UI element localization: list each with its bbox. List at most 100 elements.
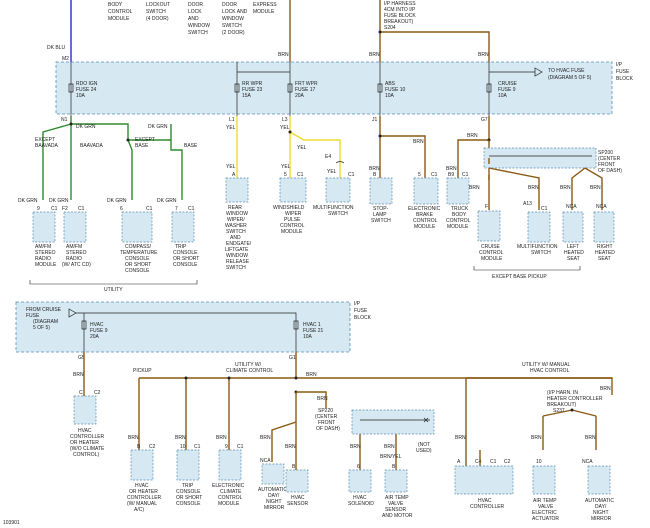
- pin: NCA: [596, 204, 607, 210]
- splice-text: SP200: [598, 150, 613, 156]
- wire-label-dk-grn: DK GRN: [148, 124, 168, 130]
- comp-text: AM/FM: [66, 244, 82, 250]
- comp-text: BODY: [452, 212, 467, 218]
- comp-text: RELEASE: [226, 259, 250, 265]
- conn: C1: [541, 206, 548, 212]
- fb-label: BLOCK: [616, 76, 634, 82]
- splice-text: (NOT: [418, 442, 430, 448]
- comp-text: BRAKE: [416, 212, 434, 218]
- wire-label-yel: YEL: [280, 125, 290, 131]
- wire-label-brn: BRN: [446, 166, 457, 172]
- wire-label-brn: BRN: [260, 435, 271, 441]
- comp-text: HVAC: [353, 495, 367, 501]
- comp-text: REAR: [228, 205, 242, 211]
- comp-text: TRUCK: [451, 206, 469, 212]
- fb-label: BLOCK: [354, 315, 372, 321]
- cond-text: UTILITY: [104, 287, 123, 293]
- wire-label-dk-grn: DK GRN: [18, 198, 38, 204]
- wire-label-brn: BRN: [455, 435, 466, 441]
- cond-text: CLIMATE CONTROL: [226, 368, 273, 374]
- comp-text: AUTOMATIC: [585, 498, 614, 504]
- comp-text: STEREO: [66, 250, 87, 256]
- conn: C1: [188, 206, 195, 212]
- wire-label-brn: BRN: [175, 435, 186, 441]
- wire-label-brn: BRN: [73, 372, 84, 378]
- comp-text: NIGHT: [266, 499, 282, 505]
- comp-text: CONSOLE: [125, 256, 150, 262]
- comp-text: HEATED: [564, 250, 584, 256]
- comp-text: MIRROR: [591, 516, 612, 522]
- comp-text: SWITCH: [226, 229, 246, 235]
- comp-text: OR SHORT: [176, 495, 202, 501]
- comp-auto-day-night-mirror-1: NCA AUTOMATIC DAY/ NIGHT MIRROR: [258, 458, 287, 511]
- fuse-block-2: [15, 301, 351, 353]
- comp-am-fm-radio-module: 9 C1 AM/FM STEREO RADIO MODULE: [32, 206, 58, 268]
- wire-label-brn: BRN: [560, 185, 571, 191]
- splice-text: OF DASH): [316, 426, 340, 432]
- comp-text: CLIMATE: [220, 489, 242, 495]
- wire-label-yel: YEL: [281, 164, 291, 170]
- comp-text: ELECTRIC: [532, 510, 557, 516]
- wire-label-brn: BRN: [413, 139, 424, 145]
- conn: C1: [462, 172, 469, 178]
- wire-label-brn: BRN: [590, 185, 601, 191]
- wire-label-yel: YEL: [226, 125, 236, 131]
- comp-text: VALVE: [538, 504, 554, 510]
- comp-text: AUTOMATIC: [258, 487, 287, 493]
- pin-label-l1: L1: [229, 117, 235, 123]
- fuse-block-2-label: I/P FUSE BLOCK: [354, 301, 372, 321]
- top-comp-line: AND: [188, 16, 199, 22]
- comp-text: HEATED: [595, 250, 615, 256]
- comp-text: OR SHORT: [125, 262, 151, 268]
- pin-label-g5: G5: [78, 355, 85, 361]
- comp-text: AND: [230, 235, 241, 241]
- comp-text: (W/ MANUAL: [127, 501, 157, 507]
- pin: 7: [175, 206, 178, 212]
- comp-text: MIRROR: [264, 505, 285, 511]
- cond-text: HVAC CONTROL: [530, 368, 570, 374]
- comp-text: SEAT: [598, 256, 611, 262]
- top-component-body-control-module: BODY CONTROL MODULE: [108, 2, 133, 22]
- to-hvac-arrow: [489, 67, 543, 77]
- comp-text: DAY/: [595, 504, 607, 510]
- comp-text: SWITCH: [531, 250, 551, 256]
- comp-text: ELECTRONIC: [408, 206, 441, 212]
- fuse-block-1: [55, 61, 613, 115]
- except-base-pickup-bracket: EXCEPT BASE PICKUP: [473, 266, 581, 280]
- fuse-hvac-1: HVAC 1 FUSE 21 10A: [293, 320, 324, 340]
- comp-text: CONTROL: [479, 250, 504, 256]
- comp-text: SWITCH: [328, 211, 348, 217]
- wire-label-brn: BRN: [600, 386, 611, 392]
- top-comp-line: BODY: [108, 2, 123, 8]
- fuse-text: RR WPR: [242, 81, 263, 87]
- comp-text: AIR TEMP: [533, 498, 557, 504]
- splice-text: FRONT: [598, 162, 615, 168]
- comp-text: CONTROL: [413, 218, 438, 224]
- comp-text: PULSE: [284, 217, 301, 223]
- comp-text: MODULE: [218, 501, 240, 507]
- top-comp-line: LOCKOUT: [146, 2, 170, 8]
- comp-text: MULTIFUNCTION: [517, 244, 558, 250]
- splice-text: OF DASH): [598, 168, 622, 174]
- cond-text: BAAVADA: [80, 143, 104, 149]
- wire-label-brn: BRN: [128, 435, 139, 441]
- wiring-brn-row2: BRN BRN BRN BRN BRN BRN BRN BRN BRN BRN …: [73, 352, 613, 470]
- from-cruise-text: FUSE: [26, 313, 40, 319]
- pin: 10: [180, 444, 186, 450]
- comp-text: WIPER/: [227, 217, 245, 223]
- comp-text: VALVE: [388, 501, 404, 507]
- fuse-text: HVAC: [90, 322, 104, 328]
- diagram-id: 103901: [3, 520, 20, 526]
- comp-text: AIR TEMP: [385, 495, 409, 501]
- comp-text: HVAC: [78, 428, 92, 434]
- harness-line: 4CM INTO I/P: [384, 7, 416, 13]
- condition-baavada-labels: EXCEPT BAAVADA BAAVADA EXCEPT BASE BASE: [35, 137, 198, 149]
- comp-text: CONTROL): [73, 452, 99, 458]
- comp-text: MULTIFUNCTION: [313, 205, 354, 211]
- wire-label-brn: BRN: [585, 435, 596, 441]
- comp-compass-console: 6 C1 COMPASS/ TEMPERATURE CONSOLE OR SHO…: [120, 206, 158, 274]
- top-component-door-lock-window-switch: DOOR LOCK AND WINDOW SWITCH: [188, 2, 210, 36]
- comp-cruise-control-module: F CRUISE CONTROL MODULE: [477, 204, 504, 262]
- pin: B9: [448, 172, 454, 178]
- pin: 6: [357, 464, 360, 470]
